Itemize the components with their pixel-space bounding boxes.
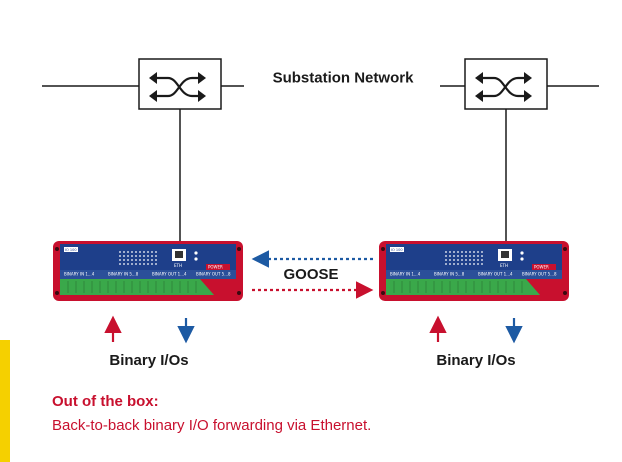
switch-icon [138, 58, 222, 110]
yellow-accent-bar [0, 340, 10, 462]
switch-icon [464, 58, 548, 110]
caption-title: Out of the box: [52, 393, 159, 410]
eth-port-label: ETH [500, 263, 508, 268]
device-model-tag: IO 100 [391, 248, 403, 252]
power-label: POWER [534, 265, 549, 270]
channel-label: BINARY OUT 1...4 [478, 272, 513, 277]
io-label-left: Binary I/Os [109, 352, 188, 369]
channel-label: BINARY IN 1...4 [64, 272, 95, 277]
eth-port-label: ETH [174, 263, 182, 268]
io-label-right: Binary I/Os [436, 352, 515, 369]
channel-label: BINARY IN 5...8 [108, 272, 139, 277]
power-label: POWER [208, 265, 223, 270]
caption-text: Back-to-back binary I/O forwarding via E… [52, 417, 372, 434]
io-device-left: IO 100 ETH POWER BINARY IN 1...4 BINARY … [53, 241, 243, 301]
channel-label: BINARY OUT 5...8 [196, 272, 231, 277]
channel-label: BINARY IN 5...8 [434, 272, 465, 277]
network-label: Substation Network [273, 69, 415, 86]
channel-label: BINARY OUT 5...8 [522, 272, 557, 277]
device-model-tag: IO 100 [65, 248, 77, 252]
channel-label: BINARY OUT 1...4 [152, 272, 187, 277]
channel-label: BINARY IN 1...4 [390, 272, 421, 277]
io-device-right: IO 100 ETH POWER BINARY IN 1...4 BINARY … [379, 241, 569, 301]
protocol-label: GOOSE [283, 266, 338, 283]
